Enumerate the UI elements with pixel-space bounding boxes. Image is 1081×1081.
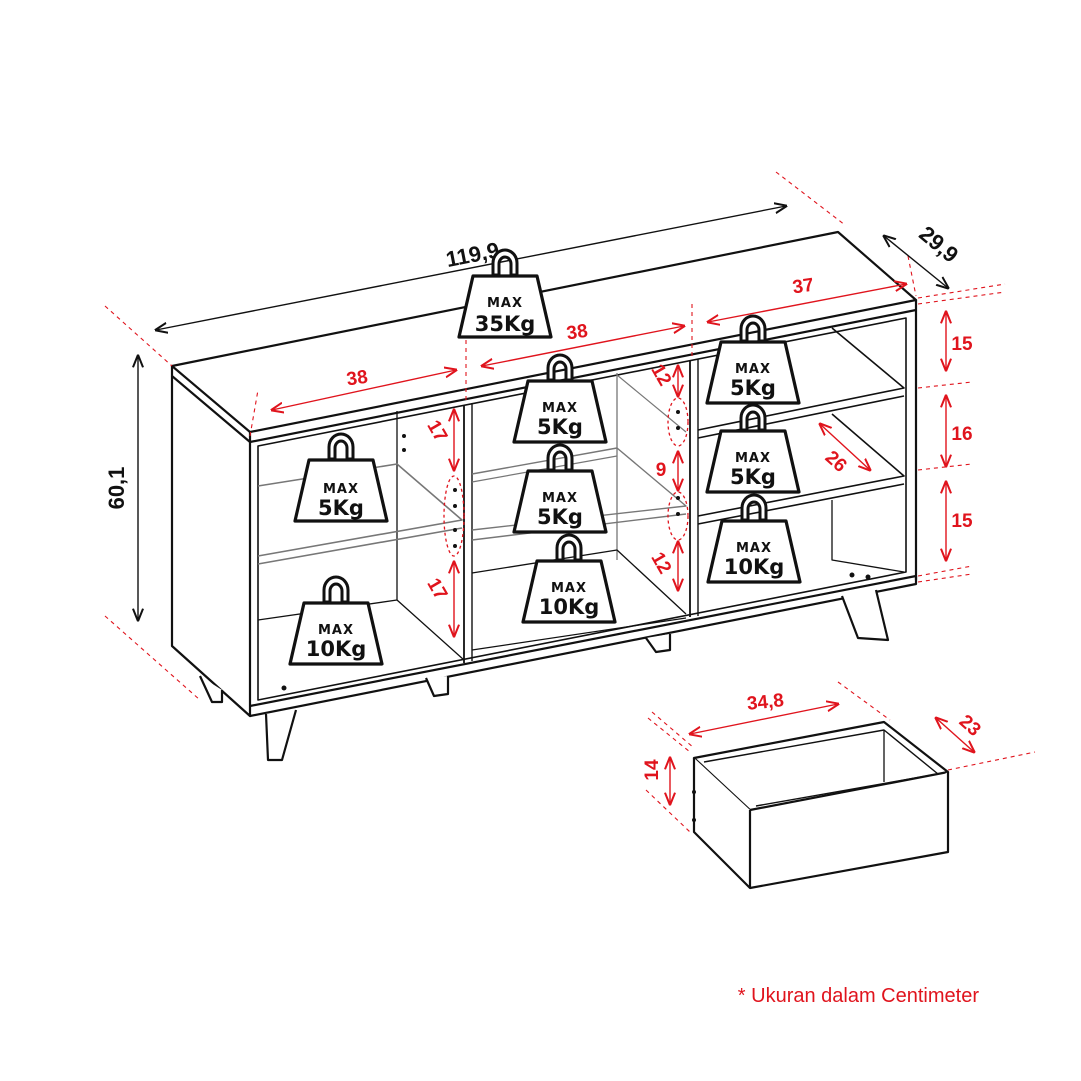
- weight-icon-right-middle: MAX 5Kg: [705, 403, 801, 494]
- weight-icon-mid-bottom: MAX 10Kg: [521, 533, 617, 624]
- weight-icon-mid-top: MAX 5Kg: [512, 353, 608, 444]
- weight-right-bottom-max: MAX: [736, 541, 772, 556]
- right-depth-label: 26: [821, 447, 851, 477]
- weight-right-top-value: 5Kg: [730, 376, 776, 400]
- weight-top-value: 35Kg: [475, 312, 536, 336]
- weight-icon-top: MAX 35Kg: [457, 248, 553, 339]
- right-bottom-label: 15: [951, 511, 973, 532]
- mid-comp-width-label: 38: [565, 321, 589, 345]
- mid-middle-gap-label: 9: [656, 460, 667, 481]
- left-lower-gap-label: 17: [422, 575, 451, 604]
- weight-mid-middle-max: MAX: [542, 491, 578, 506]
- overall-depth-label: 29,9: [914, 221, 963, 268]
- cabinet-legs: [199, 589, 890, 762]
- overall-height-label: 60,1: [104, 467, 129, 510]
- black-dimension-lines: [138, 206, 948, 620]
- weight-mid-bottom-max: MAX: [551, 581, 587, 596]
- drawer-width-label: 34,8: [746, 690, 785, 715]
- weight-mid-top-value: 5Kg: [537, 415, 583, 439]
- units-note: * Ukuran dalam Centimeter: [737, 985, 979, 1007]
- weight-icon-left-bottom: MAX 10Kg: [288, 575, 384, 666]
- right-top-label: 15: [951, 334, 973, 355]
- peg-hole-callouts: [443, 397, 689, 557]
- weight-right-middle-max: MAX: [735, 451, 771, 466]
- weight-mid-bottom-value: 10Kg: [539, 595, 600, 619]
- red-dimension-lines: [272, 284, 974, 804]
- weight-mid-top-max: MAX: [542, 401, 578, 416]
- right-comp-width-label: 37: [791, 275, 815, 299]
- drawer-holes: [692, 790, 696, 822]
- weight-icon-mid-middle: MAX 5Kg: [512, 443, 608, 534]
- right-middle-label: 16: [951, 424, 972, 445]
- extension-lines: [104, 171, 1036, 833]
- shelf-peg-holes: [281, 410, 871, 691]
- weight-left-bottom-max: MAX: [318, 623, 354, 638]
- weight-top-max: MAX: [487, 296, 523, 311]
- weight-left-bottom-value: 10Kg: [306, 637, 367, 661]
- weight-right-middle-value: 5Kg: [730, 465, 776, 489]
- weight-right-bottom-value: 10Kg: [724, 555, 785, 579]
- drawer-box: [692, 720, 950, 890]
- weight-mid-middle-value: 5Kg: [537, 505, 583, 529]
- weight-right-top-max: MAX: [735, 362, 771, 377]
- weight-left-shelf-value: 5Kg: [318, 496, 364, 520]
- weight-icon-right-top: MAX 5Kg: [705, 314, 801, 405]
- left-comp-width-label: 38: [345, 367, 369, 391]
- weight-left-shelf-max: MAX: [323, 482, 359, 497]
- drawer-depth-label: 23: [955, 711, 985, 741]
- weight-icon-right-bottom: MAX 10Kg: [706, 493, 802, 584]
- mid-bottom-gap-label: 12: [646, 549, 675, 578]
- left-upper-gap-label: 17: [422, 417, 451, 446]
- weight-icon-left-shelf: MAX 5Kg: [293, 432, 389, 523]
- drawer-height-label: 14: [642, 759, 663, 781]
